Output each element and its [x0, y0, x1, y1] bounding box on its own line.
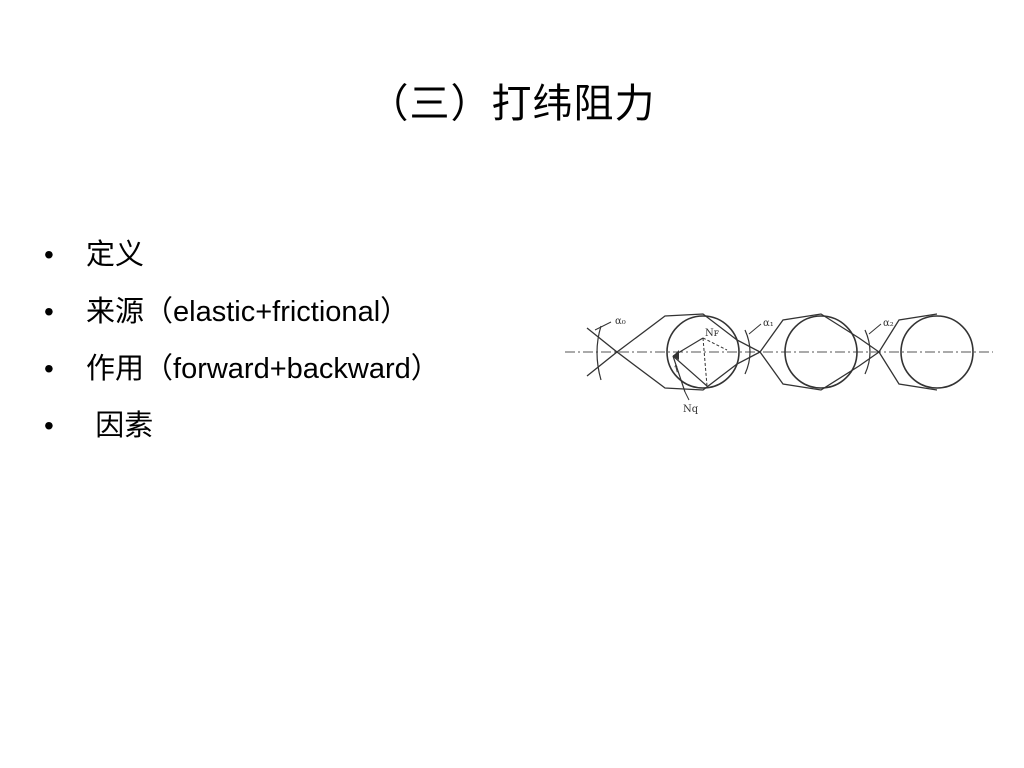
alpha2-pointer — [868, 323, 882, 335]
nf-label: Nꜰ — [705, 328, 719, 339]
slide-title: （三）打纬阻力 — [368, 81, 656, 127]
alpha2-arc — [864, 329, 871, 375]
force-dashed-right — [702, 337, 728, 351]
alpha0-pointer — [594, 321, 612, 331]
alpha0-label: α₀ — [615, 316, 626, 327]
force-vector-nq — [672, 355, 686, 393]
force-dashed-vertical — [702, 337, 708, 387]
bullet-suffix: ） — [380, 294, 410, 328]
weft-yarn-diagram: α₀ α₁ α₂ ↗ Nꜰ Nq — [565, 300, 995, 430]
weft-yarn-diagram-svg: α₀ α₁ α₂ ↗ Nꜰ Nq — [565, 313, 993, 415]
yarn-circle-3 — [900, 315, 974, 389]
nq-leader — [684, 391, 690, 401]
force-vector-diagonal — [672, 355, 708, 387]
bullet-suffix: ） — [410, 351, 440, 385]
bullet-marker: • — [44, 296, 54, 327]
bullet-marker: • — [44, 353, 54, 384]
yarn-circle-2 — [784, 315, 858, 389]
yarn-circle-1 — [666, 315, 740, 389]
force-arrowhead — [673, 350, 679, 360]
warp-line-lower — [586, 351, 938, 391]
nq-label: Nq — [683, 404, 699, 415]
alpha1-pointer — [748, 323, 762, 335]
bullet-text: 来源（ — [86, 294, 174, 328]
alpha1-arc — [744, 329, 751, 375]
bullet-list: •定义 •来源（elastic+frictional） •作用（forward+… — [44, 226, 440, 454]
bullet-item-source: • 来源（elastic+frictional） — [44, 283, 440, 340]
bullet-marker: • — [44, 239, 54, 270]
warp-line-upper — [586, 313, 938, 353]
alpha2-label: α₂ — [883, 318, 894, 329]
bullet-latin-text: elastic+frictional — [173, 296, 381, 328]
bullet-latin-text: forward+backward — [173, 353, 411, 385]
alpha0-arc — [596, 325, 602, 381]
bullet-item-factors: • 因素 — [44, 397, 440, 454]
bullet-marker: • — [44, 410, 54, 441]
bullet-text: 定义 — [86, 237, 145, 271]
bullet-item-effect: • 作用（forward+backward） — [44, 340, 440, 397]
bullet-text: 因素 — [86, 408, 154, 442]
alpha1-label: α₁ — [763, 318, 774, 329]
bullet-item-definition: • 定义 — [44, 226, 440, 283]
force-symbol: ↗ — [670, 363, 684, 376]
bullet-text: 作用（ — [86, 351, 174, 385]
